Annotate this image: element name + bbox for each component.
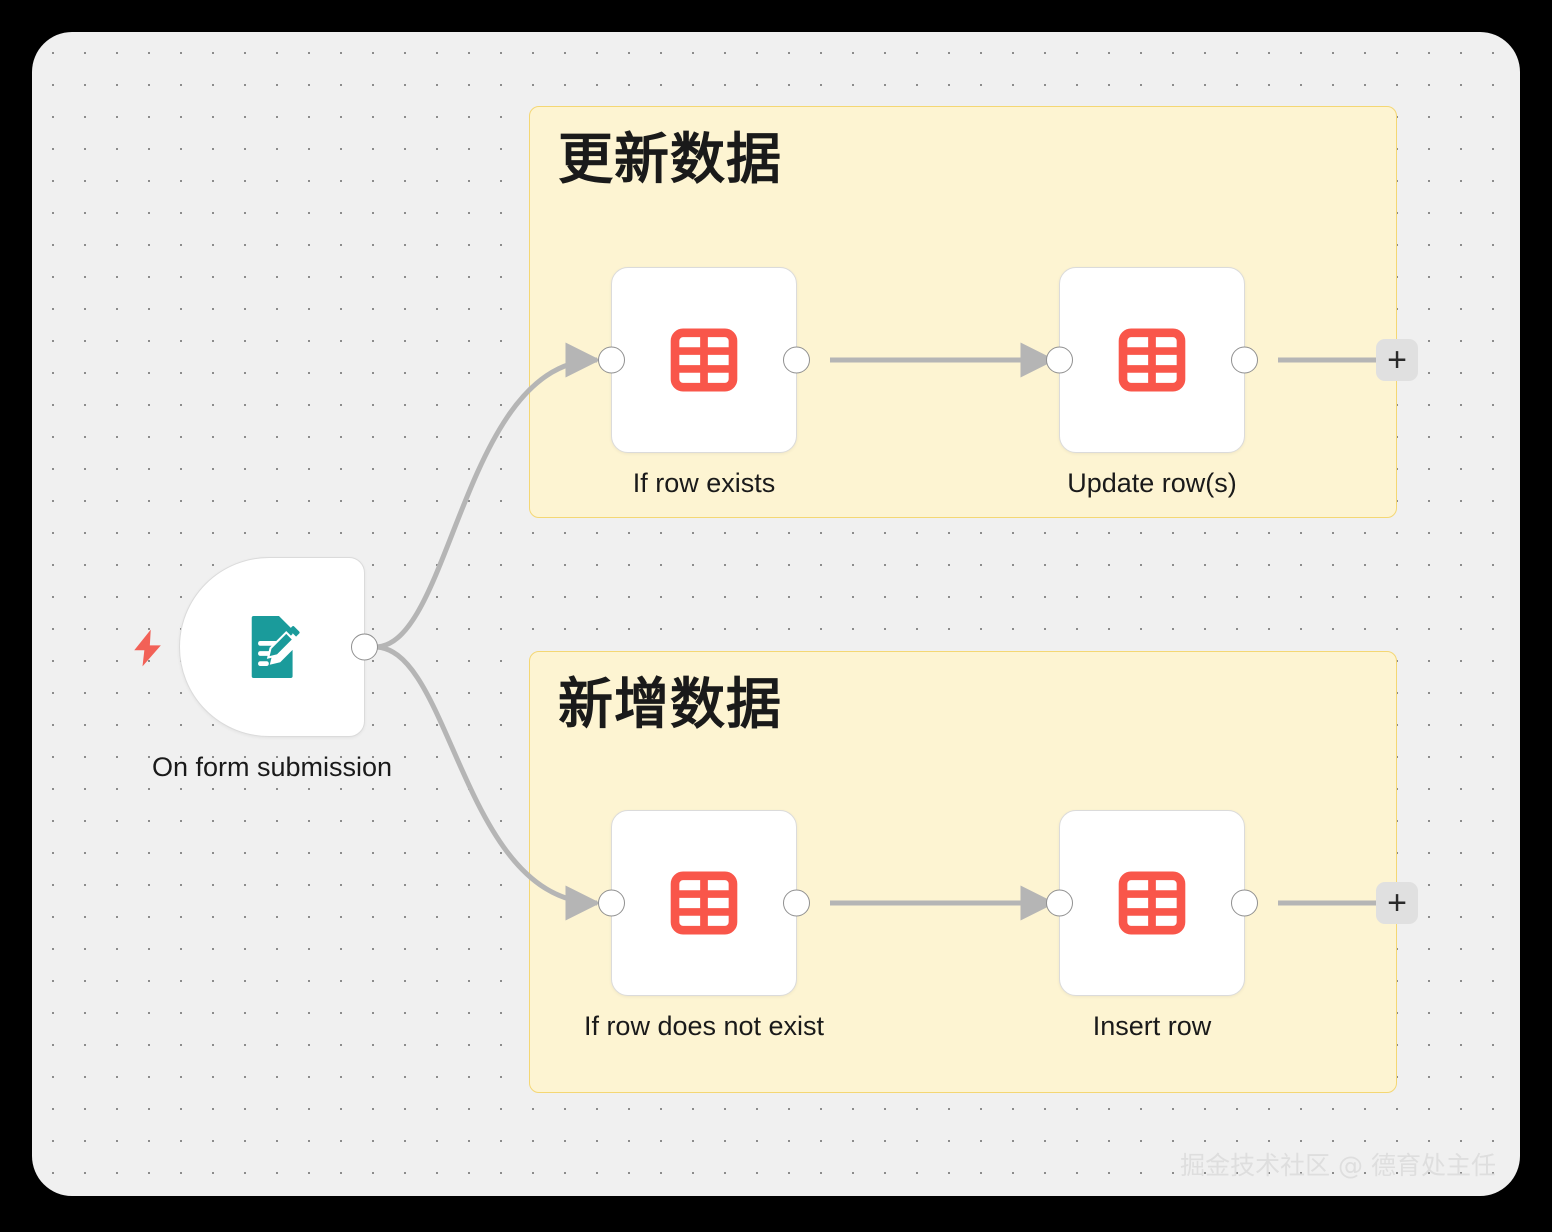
sticky-note-insert-title: 新增数据 [558,672,783,736]
trigger-bolt-icon [126,624,170,672]
node-label-if-row-does-not-exist: If row does not exist [583,1011,825,1041]
update-rows-output-endpoint[interactable] [1231,346,1258,374]
insert-row-output-endpoint[interactable] [1231,889,1258,917]
node-if-row-does-not-exist[interactable]: If row does not exist [584,810,824,1041]
if-row-does-not-exist-output-endpoint[interactable] [783,889,810,917]
node-label-if-row-exists: If row exists [632,468,776,498]
node-on-form-submission[interactable]: On form submission [152,557,392,782]
if-row-does-not-exist-input-endpoint[interactable] [598,889,625,917]
workflow-canvas[interactable]: 更新数据 新增数据 [32,32,1520,1196]
table-grid-icon [667,323,741,397]
sticky-note-update-title: 更新数据 [558,127,783,191]
form-pencil-icon [234,609,310,685]
node-update-rows[interactable]: Update row(s) [1046,267,1258,498]
watermark: 掘金技术社区 @ 德育处主任 [1180,1151,1496,1180]
update-rows-input-endpoint[interactable] [1046,346,1073,374]
add-node-button-top[interactable]: + [1376,339,1418,381]
node-label-update-rows: Update row(s) [1067,468,1237,498]
if-row-exists-output-endpoint[interactable] [783,346,810,374]
trigger-output-endpoint[interactable] [351,633,378,661]
insert-row-input-endpoint[interactable] [1046,889,1073,917]
table-grid-icon [1115,323,1189,397]
node-label-insert-row: Insert row [1092,1011,1212,1041]
add-node-button-bottom[interactable]: + [1376,882,1418,924]
node-if-row-exists[interactable]: If row exists [598,267,810,498]
node-label-on-form-submission: On form submission [151,752,393,782]
table-grid-icon [1115,866,1189,940]
table-grid-icon [667,866,741,940]
if-row-exists-input-endpoint[interactable] [598,346,625,374]
node-insert-row[interactable]: Insert row [1046,810,1258,1041]
